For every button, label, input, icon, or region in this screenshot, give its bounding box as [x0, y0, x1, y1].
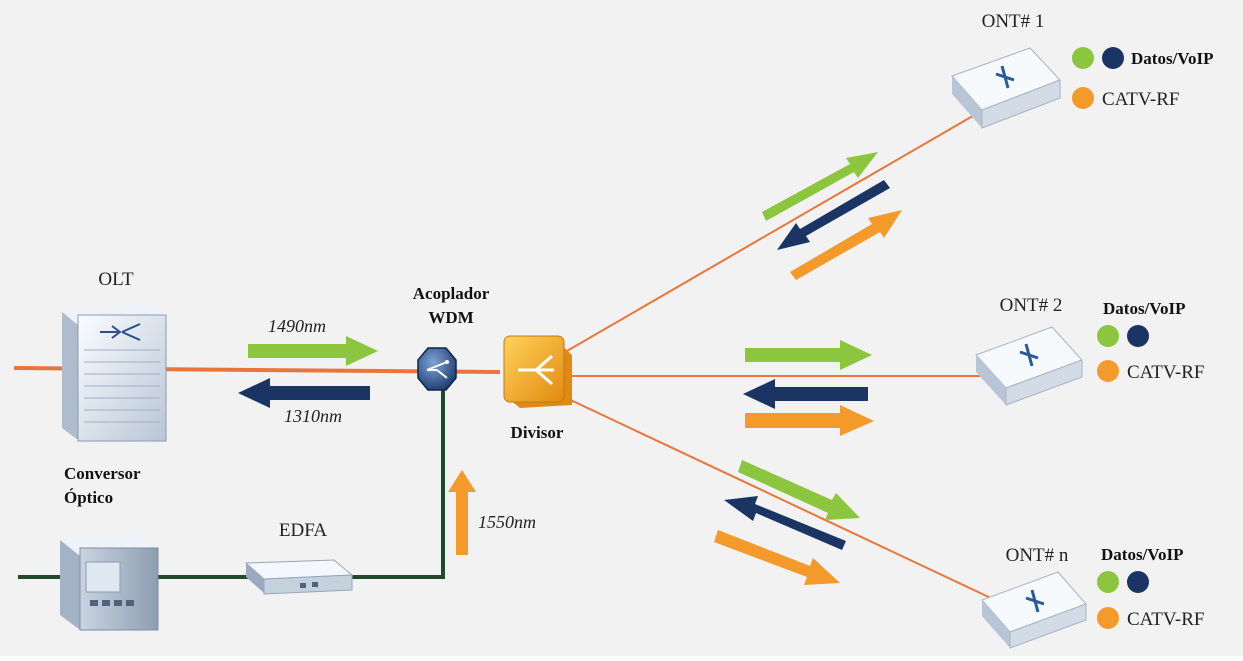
- branch-n-rf-arrow: [714, 530, 840, 585]
- branch-n-data-up-arrow: [724, 496, 846, 550]
- upstream-arrow-1310: [238, 378, 370, 408]
- fiber-ont-n: [559, 394, 996, 601]
- coax-video-line: [18, 385, 445, 579]
- branch-1-data-up-arrow: [777, 180, 890, 250]
- wavelength-1310-label: 1310nm: [284, 406, 342, 426]
- ont-n-data-navy-dot: [1127, 571, 1149, 593]
- converter-label-line2: Óptico: [64, 488, 113, 507]
- converter-label-line1: Conversor: [64, 464, 141, 483]
- optical-converter-icon: [60, 532, 159, 631]
- wavelength-1490-label: 1490nm: [268, 316, 326, 336]
- ont-1-device-icon: [951, 47, 1061, 129]
- ont-2-device-icon: [975, 326, 1083, 406]
- ont-2-label: ONT# 2: [1000, 295, 1063, 316]
- ont-n-data-label: Datos/VoIP: [1101, 545, 1184, 564]
- ont-n-device-icon: [981, 571, 1087, 649]
- edfa-label: EDFA: [279, 520, 327, 541]
- branch-2-arrows: [743, 340, 874, 436]
- branch-2-rf-arrow: [745, 405, 874, 436]
- branch-1-rf-arrow: [790, 210, 902, 280]
- downstream-arrow-1490: [248, 336, 378, 366]
- ont-1-data-label: Datos/VoIP: [1131, 49, 1214, 68]
- wdm-label-line2: WDM: [428, 308, 473, 327]
- branch-1-data-down-arrow: [762, 152, 878, 221]
- edfa-amplifier-icon: [244, 559, 354, 595]
- ont-2-rf-label: CATV-RF: [1127, 362, 1204, 383]
- branch-2-data-down-arrow: [745, 340, 872, 370]
- olt-label: OLT: [98, 269, 134, 290]
- ont-1-rf-label: CATV-RF: [1102, 89, 1179, 110]
- branch-n-arrows: [714, 460, 860, 585]
- video-arrow-1550: [448, 470, 476, 555]
- ont-2-data-green-dot: [1097, 325, 1119, 347]
- ont-1-data-green-dot: [1072, 47, 1094, 69]
- wdm-label-line1: Acoplador: [413, 284, 490, 303]
- ont-2-data-navy-dot: [1127, 325, 1149, 347]
- wavelength-1550-label: 1550nm: [478, 512, 536, 532]
- wdm-coupler-icon: [417, 347, 457, 391]
- splitter-label: Divisor: [511, 423, 564, 442]
- ont-n-data-green-dot: [1097, 571, 1119, 593]
- branch-n-data-down-arrow: [738, 460, 860, 520]
- ont-2-data-label: Datos/VoIP: [1103, 299, 1186, 318]
- ont-1-label: ONT# 1: [982, 11, 1045, 32]
- ont-n-rf-label: CATV-RF: [1127, 609, 1204, 630]
- ont-n-label: ONT# n: [1006, 545, 1069, 566]
- ont-1-rf-dot: [1072, 87, 1094, 109]
- ont-2-rf-dot: [1097, 360, 1119, 382]
- branch-2-data-up-arrow: [743, 379, 868, 409]
- fiber-ont-1: [559, 105, 991, 356]
- ont-1-data-navy-dot: [1102, 47, 1124, 69]
- ont-n-rf-dot: [1097, 607, 1119, 629]
- splitter-icon: [503, 335, 572, 408]
- branch-1-arrows: [762, 152, 902, 280]
- olt-rack-icon: [62, 302, 167, 442]
